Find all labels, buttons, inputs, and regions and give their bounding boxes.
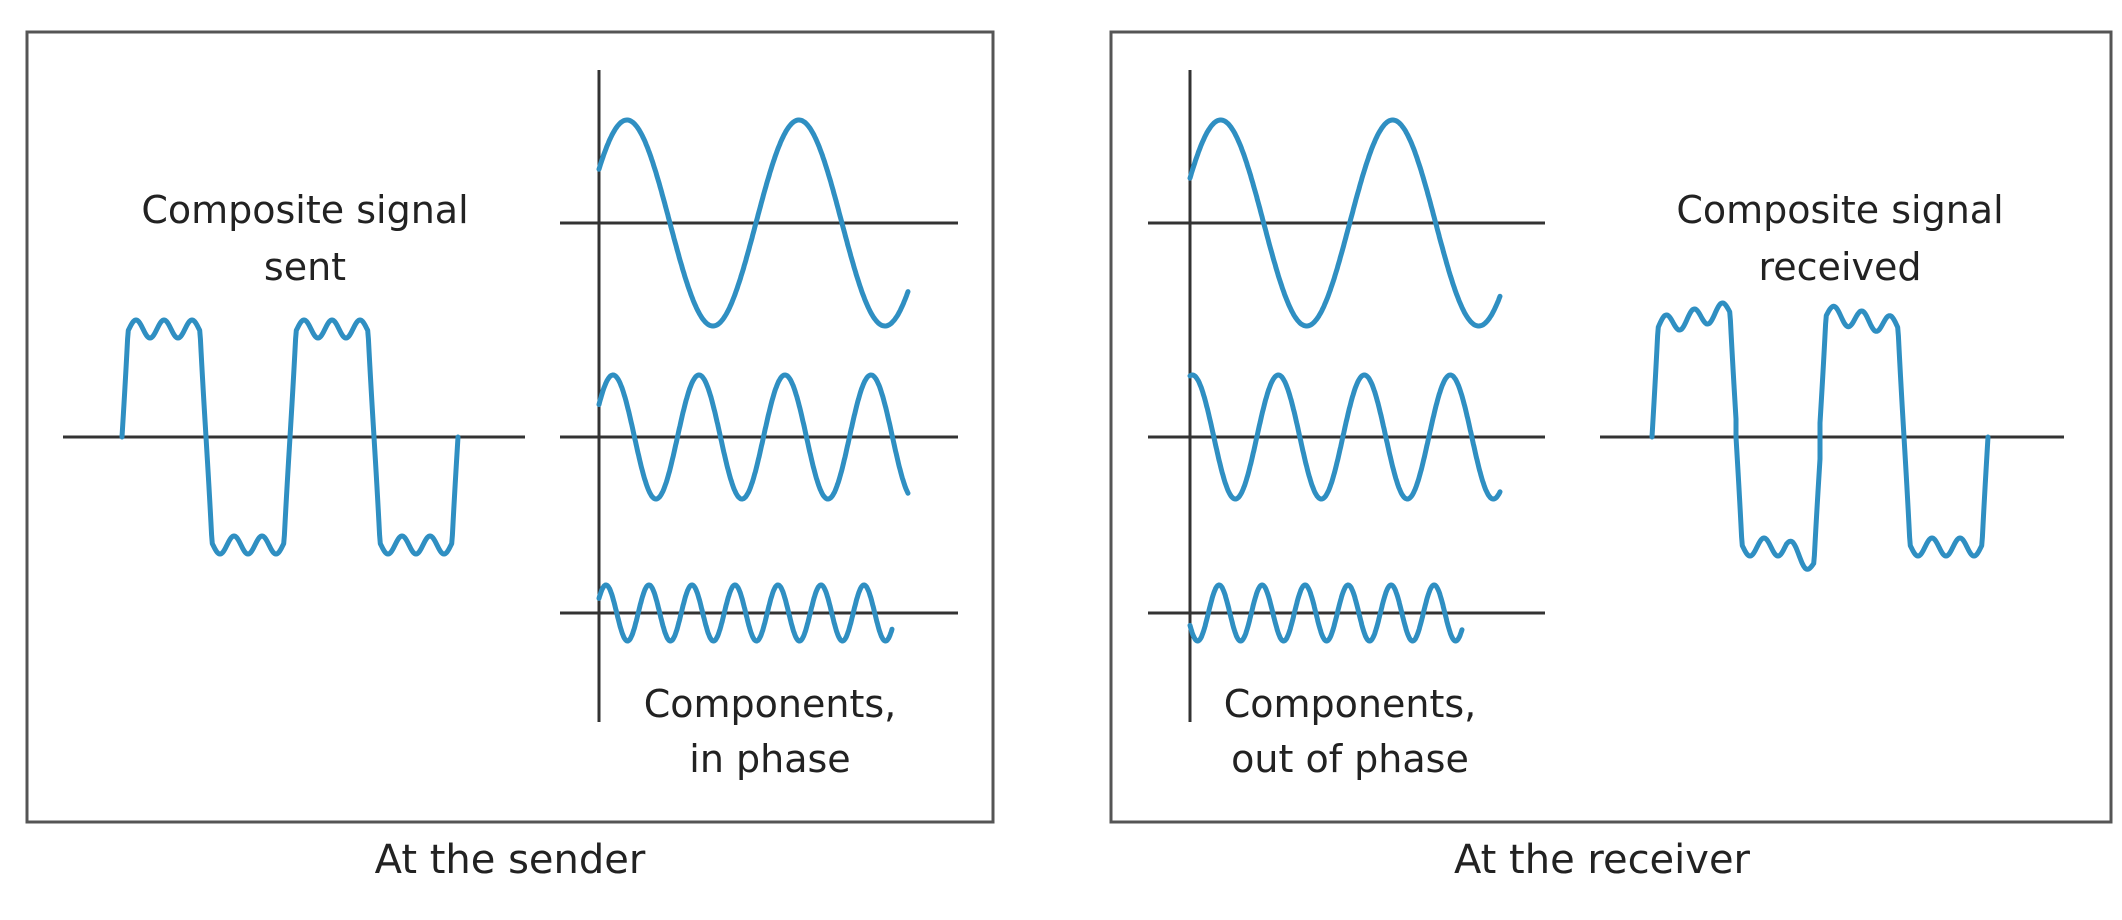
sender-components-label-line2: in phase (689, 737, 850, 781)
receiver-components-label-line2: out of phase (1231, 737, 1469, 781)
sender-component1-wave (596, 117, 911, 329)
sender-components-label-line1: Components, (644, 682, 897, 726)
receiver-composite-wave (1649, 300, 1991, 572)
sender-composite-label-line1: Composite signal (141, 188, 468, 232)
sender-panel: Composite signal sent Components, in pha… (25, 30, 995, 824)
receiver-component3-wave (1187, 582, 1465, 644)
sender-composite-label-line2: sent (264, 245, 346, 289)
sender-caption: At the sender (375, 837, 646, 883)
sender-frame (25, 30, 995, 824)
sender-composite-wave (119, 317, 461, 557)
sender-component2-wave (596, 372, 911, 502)
receiver-frame (1109, 30, 2113, 824)
receiver-component1-wave (1187, 117, 1503, 329)
receiver-panel: Composite signal received Components, ou… (1109, 30, 2113, 824)
receiver-composite-label-line1: Composite signal (1676, 188, 2003, 232)
receiver-components-label-line1: Components, (1224, 682, 1477, 726)
receiver-component2-wave (1187, 372, 1503, 502)
sender-component3-wave (596, 582, 895, 644)
receiver-caption: At the receiver (1454, 837, 1751, 883)
receiver-composite-label-line2: received (1759, 245, 1922, 289)
